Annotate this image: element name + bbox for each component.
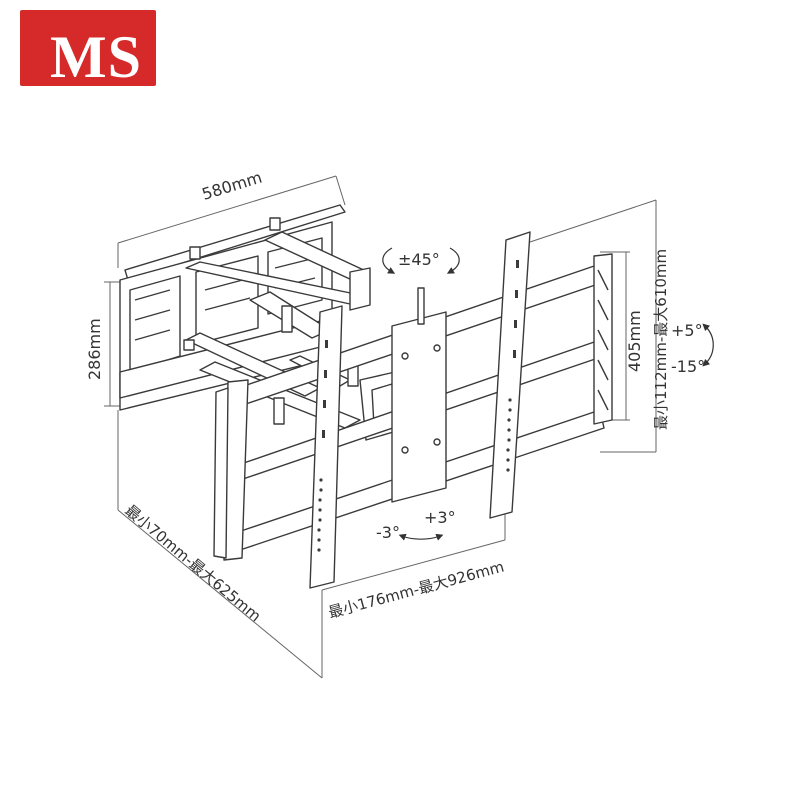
height-label: 286mm bbox=[85, 318, 104, 380]
level-arc-icon bbox=[398, 533, 444, 541]
tilt-arc-icon bbox=[702, 323, 714, 367]
width-label: 580mm bbox=[200, 168, 265, 204]
level-left-label: -3° bbox=[376, 523, 400, 542]
swivel-right-arc-icon bbox=[446, 247, 460, 274]
tilt-down-label: -15° bbox=[671, 357, 705, 376]
swivel-left-arc-icon bbox=[382, 247, 396, 274]
tv-bracket-frame bbox=[213, 231, 613, 589]
horizontal-range-label: 最小176mm-最大926mm bbox=[326, 558, 506, 622]
wall-plate bbox=[119, 204, 346, 411]
swivel-angle-label: ±45° bbox=[398, 250, 440, 269]
bracket-holes bbox=[317, 260, 519, 552]
vertical-range-label: 最小112mm-最大610mm bbox=[652, 249, 670, 430]
level-right-label: +3° bbox=[424, 508, 456, 527]
brand-logo-text: MS bbox=[50, 24, 142, 90]
registered-mark-icon: R bbox=[157, 30, 171, 44]
angle-arcs bbox=[382, 247, 714, 541]
brand-logo: MS R bbox=[20, 10, 171, 90]
hole-height-label: 405mm bbox=[625, 310, 644, 372]
tilt-up-label: +5° bbox=[671, 321, 703, 340]
